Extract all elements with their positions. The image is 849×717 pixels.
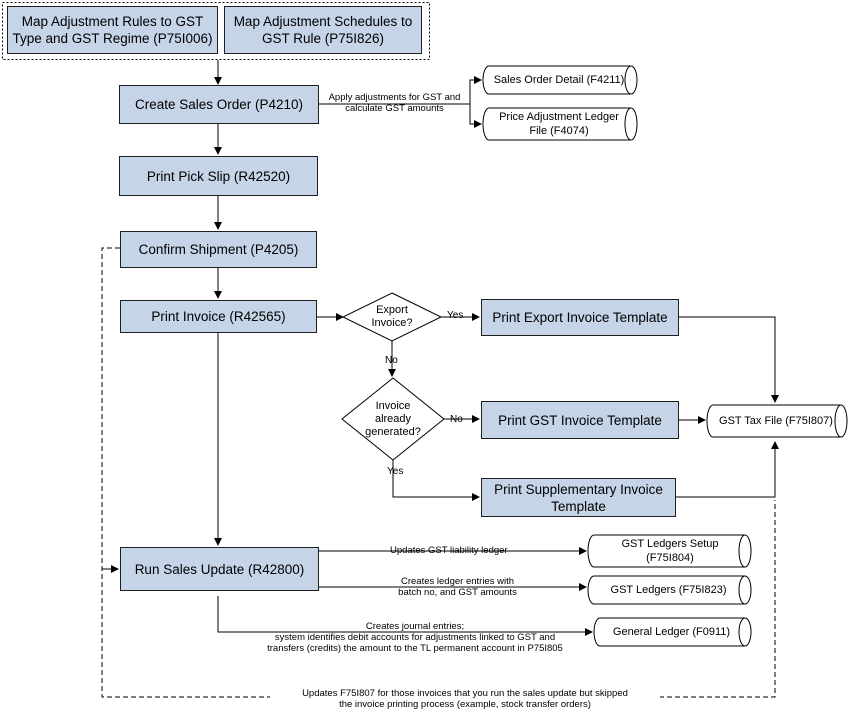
arrow-update-to-gl <box>217 596 593 636</box>
print-invoice-label: Print Invoice (R42565) <box>151 309 286 324</box>
liability-label: Updates GST liability ledger <box>390 545 508 556</box>
f0911-label: General Ledger (F0911) <box>612 626 731 638</box>
arrow-export-to-taxfile <box>679 316 779 403</box>
print-invoice-box: Print Invoice (R42565) <box>120 300 317 333</box>
skip-line-2: the invoice printing process (example, s… <box>339 699 591 710</box>
sales-update-box: Run Sales Update (R42800) <box>120 547 319 591</box>
export-yes-label: Yes <box>447 310 464 321</box>
apply-line-1: Apply adjustments for GST and <box>328 92 461 103</box>
already-no-label: No <box>450 414 463 425</box>
create-sales-order-box: Create Sales Order (P4210) <box>119 85 319 124</box>
journal-line-2: system identifies debit accounts for adj… <box>274 632 556 643</box>
gst-template-box: Print GST Invoice Template <box>481 401 679 439</box>
export-template-label: Print Export Invoice Template <box>492 310 668 325</box>
arrow-already-yes <box>392 460 480 501</box>
apply-line-2: calculate GST amounts <box>345 103 444 114</box>
already-decision-text: Invoice already generated? <box>365 399 421 438</box>
journal-line-1: Creates journal entries; <box>365 621 465 632</box>
already-yes-label: Yes <box>387 466 404 477</box>
export-no-label: No <box>385 355 398 366</box>
map-schedules-box: Map Adjustment Schedules to GST Rule (P7… <box>224 6 422 54</box>
dashed-loop-left <box>101 247 776 698</box>
already-decision-label: Invoice already generated? <box>361 397 425 441</box>
mapping-group-frame <box>2 2 430 60</box>
export-template-box: Print Export Invoice Template <box>481 299 679 336</box>
confirm-shipment-box: Confirm Shipment (P4205) <box>120 231 317 268</box>
f4074-label: Price Adjustment Ledger File (F4074) <box>499 111 619 137</box>
arrow-supp-to-taxfile <box>676 441 779 498</box>
export-decision-text: Export Invoice? <box>371 304 413 329</box>
map-rules-label: Map Adjustment Rules to GST Type and GST… <box>12 14 213 46</box>
gst-template-label: Print GST Invoice Template <box>498 412 662 428</box>
create-sales-order-label: Create Sales Order (P4210) <box>134 97 304 112</box>
confirm-shipment-label: Confirm Shipment (P4205) <box>138 242 299 257</box>
skipped-invoice-label: Updates F75I807 for those invoices that … <box>270 688 660 710</box>
f75i823-label: GST Ledgers (F75I823) <box>610 584 727 596</box>
map-schedules-label: Map Adjustment Schedules to GST Rule (P7… <box>233 14 413 46</box>
f75i807-label: GST Tax File (F75I807) <box>719 415 833 427</box>
map-rules-box: Map Adjustment Rules to GST Type and GST… <box>7 6 218 54</box>
sales-update-label: Run Sales Update (R42800) <box>134 561 305 577</box>
supplementary-template-box: Print Supplementary Invoice Template <box>481 478 676 517</box>
f75i804-label: GST Ledgers Setup (F75I804) <box>621 538 719 564</box>
f4211-label: Sales Order Detail (F4211) <box>493 74 625 86</box>
skip-line-1: Updates F75I807 for those invoices that … <box>302 688 628 699</box>
apply-adjustments-label: Apply adjustments for GST and calculate … <box>322 92 467 114</box>
print-pick-slip-label: Print Pick Slip (R42520) <box>146 168 291 184</box>
ledger-entries-label: Creates ledger entries with batch no, an… <box>385 576 530 598</box>
journal-entries-label: Creates journal entries; system identifi… <box>250 621 580 654</box>
print-pick-slip-box: Print Pick Slip (R42520) <box>119 156 318 196</box>
entries-line-1: Creates ledger entries with <box>401 576 514 587</box>
journal-line-3: transfers (credits) the amount to the TL… <box>267 643 563 654</box>
supplementary-template-label: Print Supplementary Invoice Template <box>494 481 663 514</box>
export-decision-label: Export Invoice? <box>360 300 424 334</box>
entries-line-2: batch no, and GST amounts <box>398 587 517 598</box>
